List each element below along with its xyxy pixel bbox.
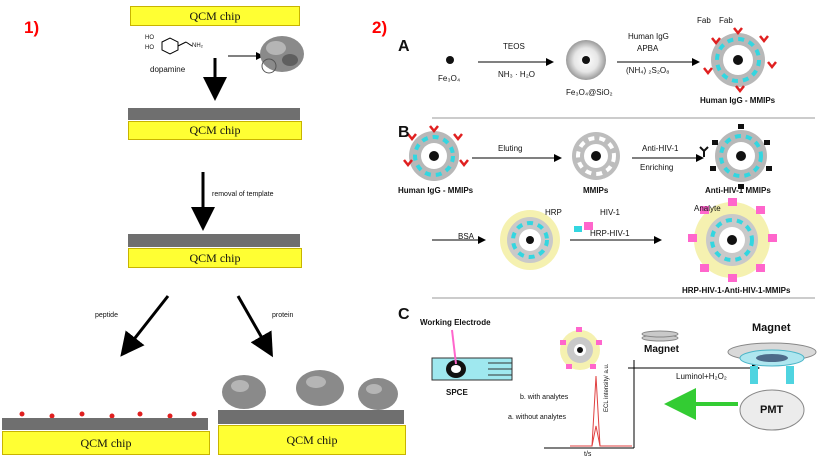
- anti-hiv-mmips-label: Anti-HIV-1 MMIPs: [705, 186, 771, 195]
- chip-layer-2-gray: [128, 108, 300, 120]
- hrp-icon: [574, 226, 582, 232]
- fe3o4-core: [446, 56, 454, 64]
- hiv1-label: HIV-1: [600, 208, 621, 217]
- peptide-molecules: [19, 411, 197, 419]
- chip-label: QCM chip: [286, 432, 338, 447]
- analyte-markers: [688, 198, 777, 282]
- qcm-chip-2: QCM chip: [128, 121, 302, 140]
- chip-layer-3-gray: [128, 234, 300, 247]
- arrow-peptide: [120, 295, 170, 357]
- dopamine-ho-2: HO: [145, 45, 154, 51]
- luminol-label: Luminol+H₂O₂: [676, 372, 727, 381]
- fab-label-1: Fab: [697, 16, 711, 25]
- magnet-icon-small: [641, 330, 679, 342]
- igg-mmips-label-a: Human IgG - MMIPs: [700, 96, 776, 105]
- reagent-apba: APBA: [637, 44, 659, 53]
- hrp-hiv-label: HRP-HIV-1: [590, 229, 630, 238]
- fe3o4-label: Fe₃O₄: [438, 74, 461, 83]
- analyte-label: Analyte: [694, 204, 721, 213]
- mmip-particle: [572, 132, 620, 180]
- section-c-letter: C: [398, 306, 410, 323]
- hrp-label: HRP: [545, 208, 562, 217]
- bsa-label: BSA: [458, 232, 475, 241]
- reagent-persulfate: (NH₄) ₂S₂O₈: [626, 66, 670, 75]
- nh3-label: NH₃ · H₂O: [498, 70, 536, 79]
- pmt-body: [739, 389, 805, 431]
- section-a-letter: A: [398, 38, 410, 55]
- removal-label: removal of template: [212, 191, 274, 198]
- igg-fab-markers: [703, 27, 777, 94]
- igg-fab-markers-b: [403, 125, 469, 168]
- peptide-label: peptide: [95, 312, 118, 319]
- working-electrode-label: Working Electrode: [420, 318, 491, 327]
- protein-label: protein: [272, 312, 294, 319]
- igg-mmip-particle-b: [409, 131, 459, 181]
- ecl-peak-b: [570, 375, 632, 447]
- chip-label: QCM chip: [189, 8, 241, 23]
- anti-hiv-mmip-particle: [715, 130, 767, 182]
- final-complex-label: HRP-HIV-1-Anti-HIV-1-MMIPs: [682, 286, 791, 295]
- magnet-label-large: Magnet: [752, 322, 791, 334]
- reagent-igg: Human IgG: [628, 32, 669, 41]
- section-b-letter: B: [398, 124, 410, 141]
- panel2-number: 2): [372, 18, 388, 37]
- fab-label-2: Fab: [719, 16, 733, 25]
- spce-label: SPCE: [446, 388, 468, 397]
- qcm-chip-3: QCM chip: [128, 248, 302, 268]
- dopamine-nh2: NH₂: [192, 43, 203, 49]
- dopamine-structure: [161, 37, 193, 55]
- qcm-chip-peptide: QCM chip: [2, 431, 210, 455]
- dopamine-label: dopamine: [150, 65, 186, 74]
- fe3o4-sio2-label: Fe₃O₄@SiO₂: [566, 88, 613, 97]
- working-electrode-pointer: [451, 329, 457, 365]
- mmips-label: MMIPs: [583, 186, 609, 195]
- antibody-markers-b: [710, 124, 772, 189]
- with-analytes-label: b. with analytes: [520, 394, 569, 401]
- dopamine-ho-1: HO: [145, 35, 154, 41]
- without-analytes-label: a. without analytes: [508, 414, 566, 421]
- qcm-chip-protein: QCM chip: [218, 425, 406, 455]
- spce-electrode: [431, 357, 513, 381]
- igg-mmips-label-b: Human IgG - MMIPs: [398, 186, 474, 195]
- chip-layer-4-gray: [2, 418, 208, 430]
- hiv1-icon: [584, 222, 593, 230]
- final-complex-particle: [694, 202, 770, 278]
- analyte-markers-c: [560, 327, 602, 369]
- anti-hiv-icon: [699, 146, 709, 157]
- complex-particle-c: [560, 330, 600, 370]
- pmt-label: PMT: [760, 404, 784, 416]
- ecl-xlabel: t/s: [584, 451, 592, 458]
- enriching-label: Enriching: [640, 163, 674, 172]
- anti-hiv-label: Anti-HIV-1: [642, 144, 679, 153]
- protein-bound-cluster: [222, 370, 398, 410]
- ecl-ylabel: ECL intensity/ a.u.: [604, 363, 610, 412]
- chip-label: QCM chip: [189, 250, 241, 265]
- chip-label: QCM chip: [80, 435, 132, 450]
- panel1-number: 1): [24, 18, 40, 37]
- eluting-label: Eluting: [498, 144, 523, 153]
- fe3o4-sio2-particle: [566, 40, 606, 80]
- ecl-peak-a: [570, 425, 632, 447]
- chip-label: QCM chip: [189, 123, 241, 137]
- teos-label: TEOS: [503, 42, 525, 51]
- igg-mmip-particle-a: [711, 33, 765, 87]
- chip-layer-5-gray: [218, 410, 404, 424]
- magnet-apparatus: [727, 342, 817, 384]
- arrow-protein: [236, 295, 273, 358]
- qcm-chip-top: QCM chip: [130, 6, 300, 26]
- magnet-label-small: Magnet: [644, 344, 679, 355]
- protein-icon-top: [260, 36, 304, 74]
- bsa-mmip-particle: [500, 210, 560, 270]
